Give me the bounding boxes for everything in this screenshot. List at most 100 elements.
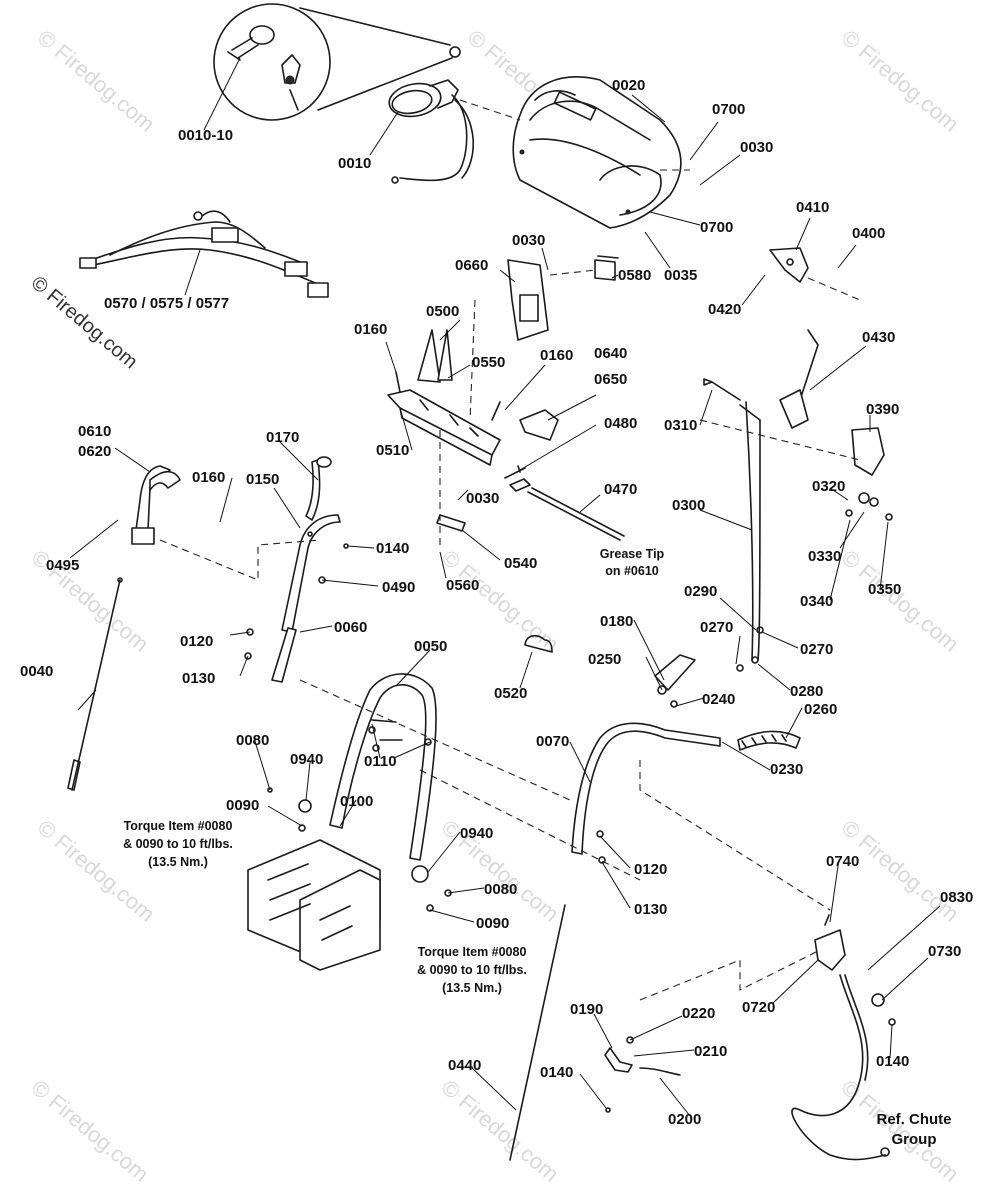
chute-note-line-1: Ref. Chute <box>877 1111 952 1128</box>
callout-0390-24: 0390 <box>866 401 899 418</box>
callout-0160-28: 0160 <box>192 469 225 486</box>
chute-cable <box>791 914 896 1161</box>
callout-0160-17: 0160 <box>540 347 573 364</box>
callout-0140-76: 0140 <box>540 1064 573 1081</box>
callout-0170-27: 0170 <box>266 429 299 446</box>
watermark-7: © Firedog.com <box>437 815 564 927</box>
watermark-9: © Firedog.com <box>27 1075 154 1187</box>
callout-0570-0575-0577-7: 0570 / 0575 / 0577 <box>104 295 229 312</box>
callout-0270-49: 0270 <box>800 641 833 658</box>
callout-0440-75: 0440 <box>448 1057 481 1074</box>
callout-0580-10: 0580 <box>618 267 651 284</box>
callout-0200-78: 0200 <box>668 1111 701 1128</box>
torque-note-right-line-2: & 0090 to 10 ft/lbs. <box>417 963 527 977</box>
grease-note: Grease Tip on #0610 <box>600 547 665 578</box>
callout-0210-74: 0210 <box>694 1043 727 1060</box>
callout-0110-58: 0110 <box>364 753 397 770</box>
torque-note-right: Torque Item #0080 & 0090 to 10 ft/lbs. (… <box>417 945 527 995</box>
callout-0620-26: 0620 <box>78 443 111 460</box>
callout-0330-36: 0330 <box>808 548 841 565</box>
torque-note-right-line-1: Torque Item #0080 <box>418 945 527 959</box>
chute-control-linkage <box>703 247 893 672</box>
callout-0080-65: 0080 <box>484 881 517 898</box>
watermark-10: © Firedog.com <box>437 1075 564 1187</box>
callout-0610-25: 0610 <box>78 423 111 440</box>
handle-right <box>524 634 801 855</box>
callout-0320-33: 0320 <box>812 478 845 495</box>
callout-0290-43: 0290 <box>684 583 717 600</box>
callout-0310-23: 0310 <box>664 417 697 434</box>
callout-0030-4: 0030 <box>740 139 773 156</box>
callout-0220-73: 0220 <box>682 1005 715 1022</box>
callout-0120-44: 0120 <box>180 633 213 650</box>
callout-0520-53: 0520 <box>494 685 527 702</box>
callout-0640-18: 0640 <box>594 345 627 362</box>
watermark-2: © Firedog.com <box>837 25 964 137</box>
callout-0260-55: 0260 <box>804 701 837 718</box>
handle-left-upper <box>131 456 341 683</box>
callout-0300-32: 0300 <box>672 497 705 514</box>
callout-0560-39: 0560 <box>446 577 479 594</box>
callout-0480-22: 0480 <box>604 415 637 432</box>
torque-note-left: Torque Item #0080 & 0090 to 10 ft/lbs. (… <box>123 819 233 869</box>
callout-0540-35: 0540 <box>504 555 537 572</box>
callout-0070-59: 0070 <box>536 733 569 750</box>
callout-0495-37: 0495 <box>46 557 79 574</box>
callout-0940-57: 0940 <box>290 751 323 768</box>
callout-0280-52: 0280 <box>790 683 823 700</box>
callout-0180-48: 0180 <box>600 613 633 630</box>
callout-0100-62: 0100 <box>340 793 373 810</box>
callout-0250-51: 0250 <box>588 651 621 668</box>
callout-0030-8: 0030 <box>512 232 545 249</box>
callout-0230-60: 0230 <box>770 761 803 778</box>
callout-0150-29: 0150 <box>246 471 279 488</box>
watermark-0: © Firedog.com <box>33 25 160 137</box>
grease-note-line-1: Grease Tip <box>600 547 665 561</box>
callout-0830-69: 0830 <box>940 889 973 906</box>
callout-0500-14: 0500 <box>426 303 459 320</box>
torque-note-right-line-3: (13.5 Nm.) <box>442 981 502 995</box>
chute-group-note: Ref. Chute Group <box>877 1111 952 1148</box>
callout-0490-38: 0490 <box>382 579 415 596</box>
control-panel-bracket <box>387 255 619 466</box>
callout-0470-31: 0470 <box>604 481 637 498</box>
wiring-harness <box>79 210 329 298</box>
torque-note-left-line-1: Torque Item #0080 <box>124 819 233 833</box>
callout-0700-3: 0700 <box>712 101 745 118</box>
callout-0120-64: 0120 <box>634 861 667 878</box>
headlight-detail-circle <box>213 3 461 121</box>
callout-0650-19: 0650 <box>594 371 627 388</box>
callout-0080-56: 0080 <box>236 732 269 749</box>
callout-0420-13: 0420 <box>708 301 741 318</box>
callout-0010-10-0: 0010-10 <box>178 127 233 144</box>
callout-0270-45: 0270 <box>700 619 733 636</box>
callout-0400-12: 0400 <box>852 225 885 242</box>
callout-0510-21: 0510 <box>376 442 409 459</box>
watermark-8: © Firedog.com <box>837 815 964 927</box>
callout-0550-16: 0550 <box>472 354 505 371</box>
assembly-dash-lines <box>159 99 861 1001</box>
engine-cover <box>512 76 682 229</box>
watermark-5: © Firedog.com <box>837 545 964 657</box>
callout-0140-77: 0140 <box>876 1053 909 1070</box>
levers-upper <box>395 329 625 541</box>
callout-0340-40: 0340 <box>800 593 833 610</box>
callout-0130-46: 0130 <box>182 670 215 687</box>
callout-0190-72: 0190 <box>570 1001 603 1018</box>
callout-0090-67: 0090 <box>476 915 509 932</box>
callout-0740-68: 0740 <box>826 853 859 870</box>
headlight-lamp <box>388 79 474 184</box>
callout-0410-11: 0410 <box>796 199 829 216</box>
callout-0430-20: 0430 <box>862 329 895 346</box>
side-watermark: © Firedog.com <box>27 272 142 373</box>
callout-0010-1: 0010 <box>338 155 371 172</box>
callout-0050-47: 0050 <box>414 638 447 655</box>
callout-0660-9: 0660 <box>455 257 488 274</box>
torque-note-left-line-2: & 0090 to 10 ft/lbs. <box>123 837 233 851</box>
callout-0160-15: 0160 <box>354 321 387 338</box>
main-frame-handle <box>247 673 437 971</box>
callout-0130-66: 0130 <box>634 901 667 918</box>
callout-0240-54: 0240 <box>702 691 735 708</box>
